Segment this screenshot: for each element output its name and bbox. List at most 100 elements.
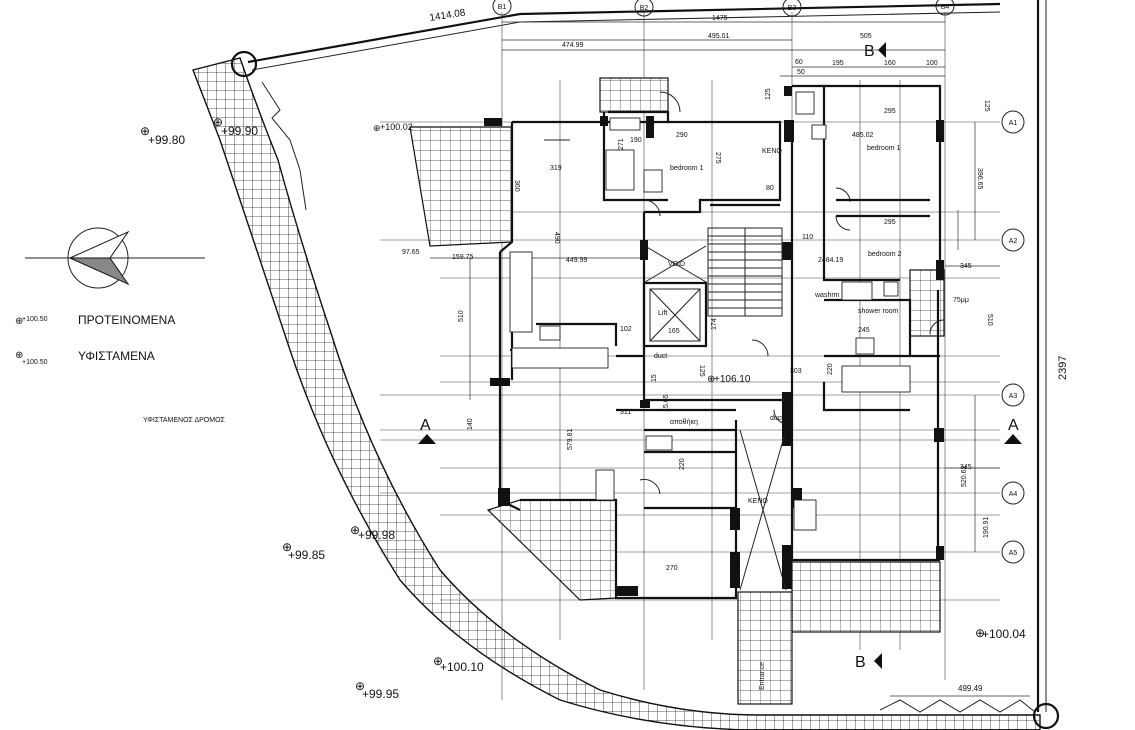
svg-text:B: B [855,654,866,671]
svg-text:160: 160 [884,60,896,67]
svg-text:520.62: 520.62 [961,465,968,487]
svg-text:311: 311 [620,409,631,416]
level-mark: ⊕+106.10 [707,374,751,385]
svg-text:295: 295 [884,219,896,226]
svg-text:A3: A3 [1009,393,1018,400]
svg-text:275: 275 [714,152,721,164]
svg-text:125: 125 [983,100,990,112]
svg-text:505: 505 [860,33,872,40]
svg-text:1475: 1475 [712,15,728,22]
level-mark: ⊕+99.90 [213,115,258,138]
duct-label-2: duct [770,415,783,422]
svg-text:495.01: 495.01 [708,33,730,40]
svg-text:A2: A2 [1009,238,1018,245]
svg-text:245: 245 [858,327,870,334]
washroom-label: washrm [814,292,840,299]
svg-text:15.65: 15.65 [663,394,670,412]
svg-text:102: 102 [620,326,632,333]
level-mark: ⊕+100.02 [373,122,413,133]
svg-text:174: 174 [711,318,718,330]
svg-text:⊕: ⊕ [15,316,23,327]
svg-text:220: 220 [679,458,686,470]
level-mark: ⊕+99.95 [355,679,399,701]
entrance-label: Entrance [759,662,766,690]
svg-text:110: 110 [802,234,813,241]
svg-text:+99.80: +99.80 [148,133,185,147]
svg-text:295: 295 [884,108,896,115]
svg-text:⊕: ⊕ [15,350,23,361]
dimension-lines [430,21,1000,552]
dimension-texts: 1475 474.99 495.01 505 195 160 100 60 50… [402,15,993,572]
grid-bubble-a2: A2 [1001,228,1025,252]
columns [484,86,944,596]
paved-walkway [192,57,1041,730]
legend-proposed-label: ΠΡΟΤΕΙΝΟΜΕΝΑ [78,313,175,327]
svg-text:159.75: 159.75 [452,254,474,261]
level-mark: ⊕+100.10 [433,654,484,674]
svg-text:50: 50 [797,69,805,76]
svg-text:396.65: 396.65 [976,168,983,190]
svg-text:⊕: ⊕ [282,540,292,554]
void-cross-upper [644,245,707,283]
svg-text:220: 220 [827,363,834,375]
section-mark-a-west: A [418,417,436,444]
svg-text:140: 140 [467,418,474,430]
svg-text:A: A [1008,417,1019,434]
north-arrow-icon [25,227,205,289]
svg-text:⊕: ⊕ [975,626,985,640]
legend-existing-level: +100.50 [22,359,48,366]
svg-text:A1: A1 [1009,120,1018,127]
svg-text:+99.98: +99.98 [358,528,395,542]
lift-shaft [642,281,708,348]
section-mark-b-north: B [864,42,886,60]
svg-text:B2: B2 [640,5,649,12]
svg-text:B4: B4 [941,4,950,11]
level-mark: ⊕+100.04 [975,626,1026,641]
svg-text:⊕: ⊕ [140,124,150,138]
svg-text:+99.85: +99.85 [288,548,325,562]
boundary-marker-nw [230,50,258,78]
void-cross [739,429,787,591]
grid-bubble-a4: A4 [1001,481,1025,505]
section-mark-b-south: B [855,653,882,671]
section-marks: A A B B [418,42,1022,671]
svg-text:B: B [864,43,875,60]
grid-bubble-b4: B4 [935,0,955,16]
svg-text:319: 319 [550,165,562,172]
staircase [644,227,787,591]
site-boundary: 1414.08 2397 499.49 [192,0,1069,730]
svg-text:60: 60 [795,59,803,66]
north-terrace [599,77,669,113]
bedroom-label: bedroom 1 [670,165,704,172]
existing-road-label: ΥΦΙΣΤΑΜΕΝΟΣ ΔΡΟΜΟΣ [143,417,226,424]
bedroom-right-1-label: bedroom 1 [867,145,901,152]
svg-text:A5: A5 [1009,550,1018,557]
svg-text:⊕: ⊕ [707,374,715,385]
svg-text:100: 100 [926,60,938,67]
svg-text:290: 290 [676,132,688,139]
terraces [409,77,945,705]
level-mark: ⊕+99.98 [350,523,395,542]
svg-text:449.99: 449.99 [566,257,588,264]
south-terrace [791,561,941,633]
svg-text:+100.02: +100.02 [380,122,413,132]
svg-text:+100.04: +100.04 [982,627,1026,641]
svg-text:B1: B1 [498,4,507,11]
svg-text:⊕: ⊕ [355,679,365,693]
svg-text:97.65: 97.65 [402,249,420,256]
svg-text:⊕: ⊕ [433,654,443,668]
svg-text:+99.90: +99.90 [221,124,258,138]
svg-text:195: 195 [832,60,844,67]
grid-bubble-b2: B2 [634,0,654,17]
svg-text:270: 270 [666,565,678,572]
svg-text:80: 80 [766,185,774,192]
level-mark: ⊕+99.80 [140,124,185,147]
fixtures [509,91,945,531]
legend-proposed-level: +100.50 [22,316,48,323]
storage-label: αποθήκη [670,419,698,426]
svg-text:579.81: 579.81 [567,428,574,450]
sw-terrace [486,499,617,601]
south-boundary-length: 499.49 [958,684,983,693]
grid-bubble-a3: A3 [1001,383,1025,407]
